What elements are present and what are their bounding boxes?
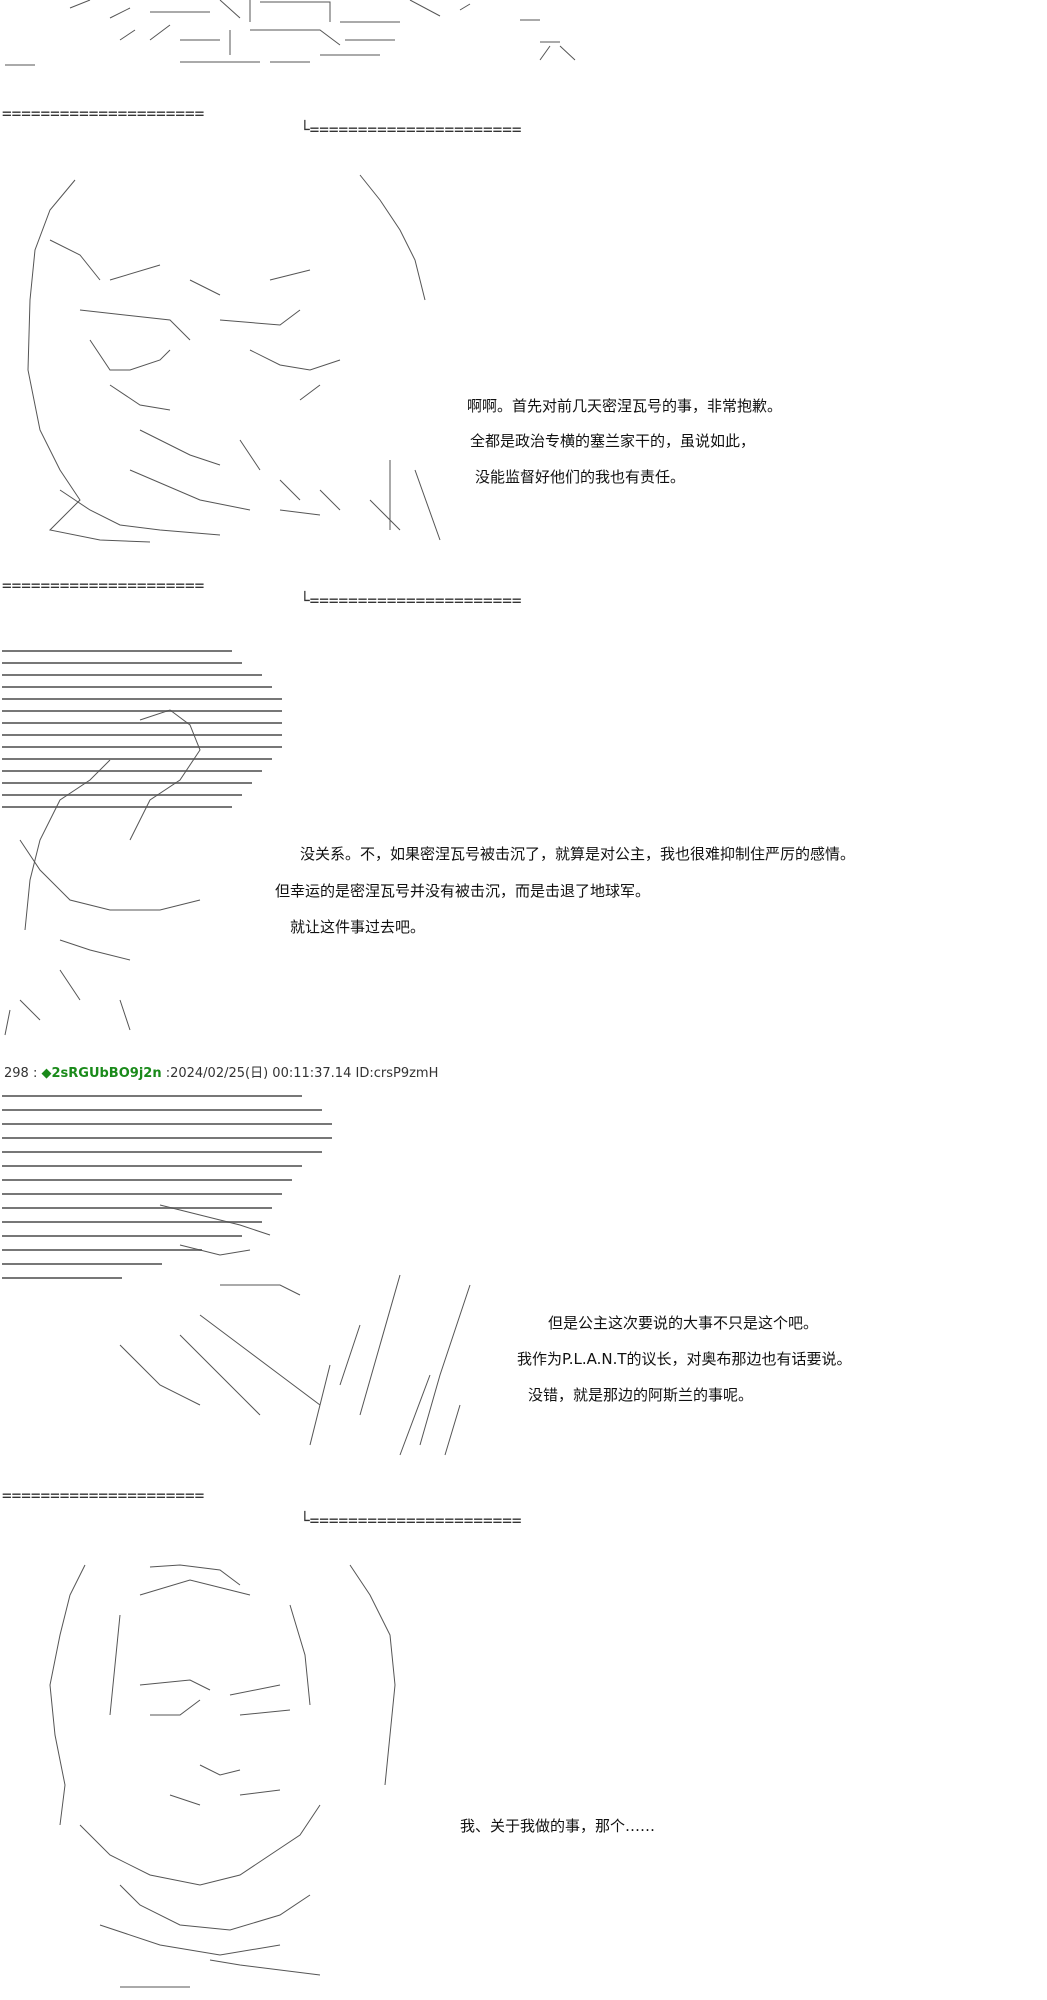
dialog-line: 没能监督好他们的我也有责任。 (475, 468, 686, 486)
dialog-line: 啊啊。首先对前几天密涅瓦号的事，非常抱歉。 (467, 397, 783, 415)
separator-left: ===================== (2, 1486, 205, 1505)
tripcode-diamond-icon: ◆ (41, 1066, 52, 1081)
ascii-art-character-1 (27, 174, 441, 543)
ascii-art-top-fragment (5, 0, 576, 66)
dialog-line: 就让这件事过去吧。 (290, 918, 426, 936)
dialog-line: 但是公主这次要说的大事不只是这个吧。 (548, 1314, 819, 1332)
dialog-line: 没错，就是那边的阿斯兰的事呢。 (528, 1386, 754, 1404)
post-header: 298 : ◆2sRGUbBO9j2n :2024/02/25(日) 00:11… (4, 1062, 438, 1081)
separator-left: ===================== (2, 104, 205, 123)
ascii-art-character-2 (2, 650, 282, 1036)
separator-left: ===================== (2, 576, 205, 595)
post-datetime-id: :2024/02/25(日) 00:11:37.14 ID:crsP9zmH (161, 1066, 439, 1081)
separator-right: └====================== (300, 1511, 522, 1530)
ascii-art-bottom-fragment (120, 1986, 190, 1988)
post-tripcode[interactable]: 2sRGUbBO9j2n (51, 1066, 162, 1081)
dialog-line: 但幸运的是密涅瓦号并没有被击沉，而是击退了地球军。 (275, 882, 651, 900)
dialog-line: 我、关于我做的事，那个…… (460, 1817, 656, 1835)
ascii-art-character-4 (49, 1564, 396, 1976)
separator-right: └====================== (300, 591, 522, 610)
post-colon: : (28, 1066, 42, 1081)
dialog-line: 我作为P.L.A.N.T的议长，对奥布那边也有话要说。 (517, 1350, 852, 1368)
post-number: 298 (4, 1066, 29, 1081)
ascii-art-character-3 (2, 1095, 471, 1456)
separator-right: └====================== (300, 120, 522, 139)
dialog-line: 没关系。不，如果密涅瓦号被击沉了，就算是对公主，我也很难抑制住严厉的感情。 (300, 845, 856, 863)
dialog-line: 全都是政治专横的塞兰家干的，虽说如此， (470, 432, 756, 450)
